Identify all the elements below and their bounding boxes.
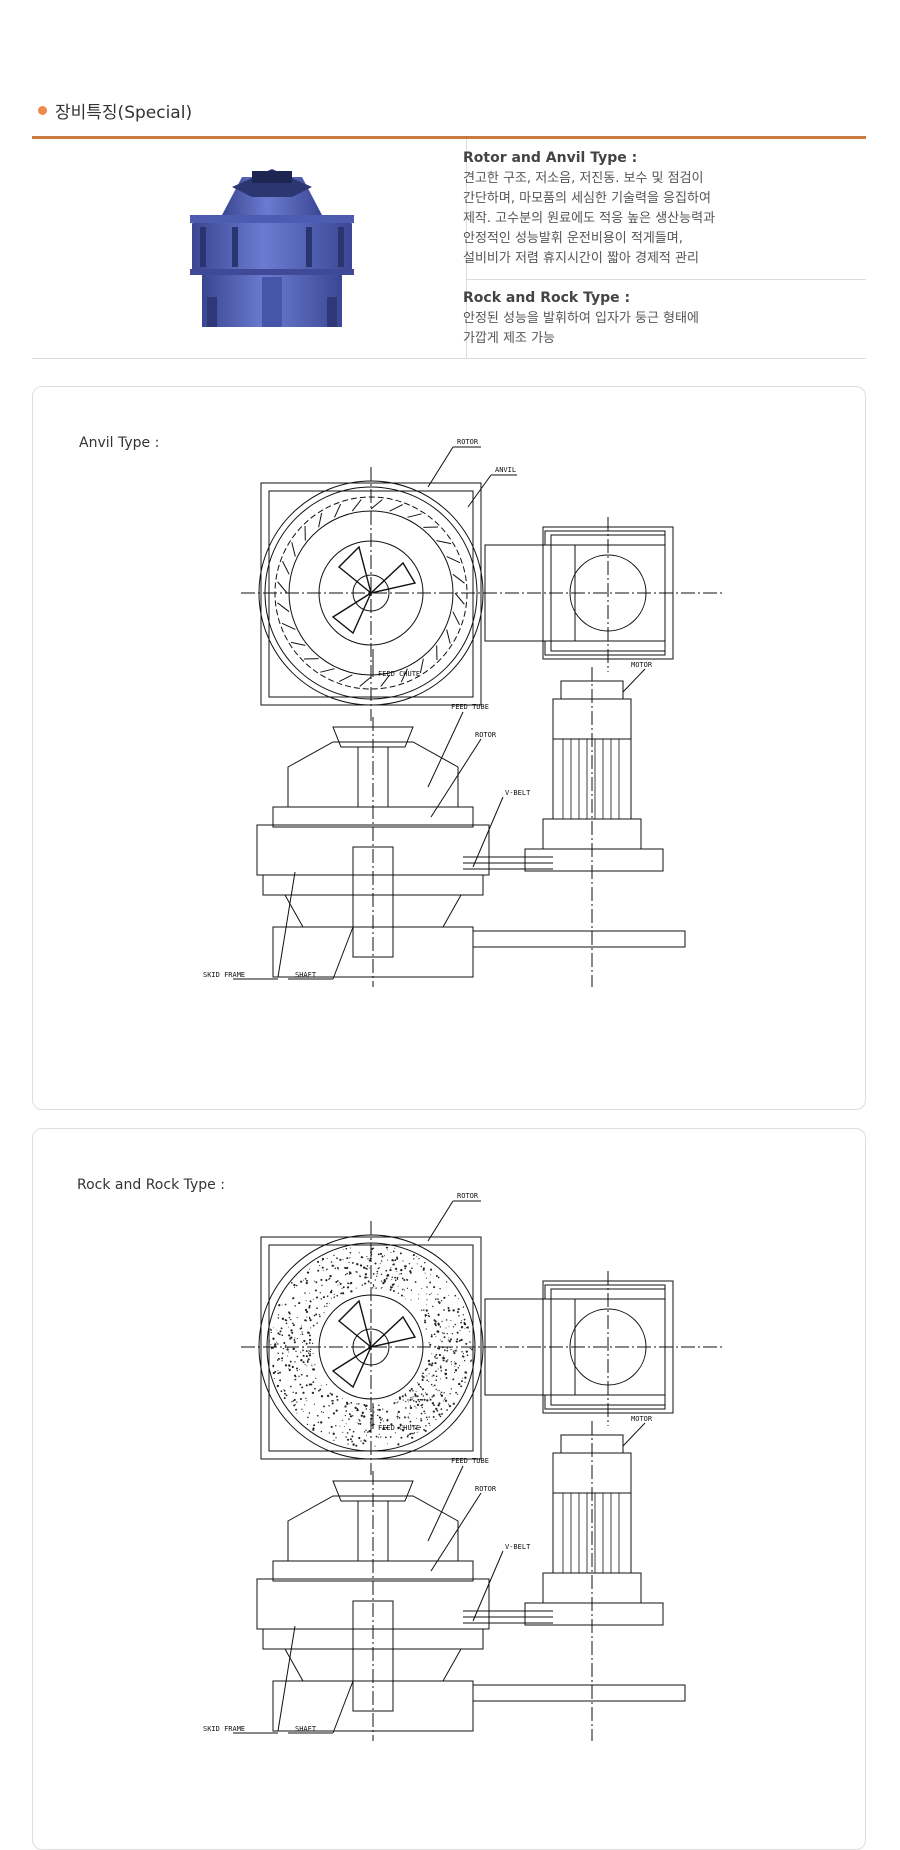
feature-rock-rock: Rock and Rock Type : 안정된 성능을 발휘하여 입자가 둥근… <box>463 290 833 349</box>
label-rotor: ROTOR <box>475 731 497 739</box>
feature-line: 안정적인 성능발휘 운전비용이 적게들며, <box>463 229 833 249</box>
label-skid-frame: SKID FRAME <box>203 971 245 979</box>
label-v-belt: V-BELT <box>505 789 531 797</box>
label-v-belt: V-BELT <box>505 1543 531 1551</box>
section-title-text: 장비특징(Special) <box>55 98 192 123</box>
label-feed-chute: FEED CHUTE <box>378 670 420 678</box>
label-feed-tube: FEED TUBE <box>451 703 489 711</box>
rock-type-drawing: ROTOR FEED CHUTE FEED TUBE ROTOR MOTOR V… <box>33 1129 865 1849</box>
feature-line: 간단하며, 마모품의 세심한 기술력을 응집하여 <box>463 189 833 209</box>
label-feed-chute: FEED CHUTE <box>378 1424 420 1432</box>
feature-line: 안정된 성능을 발휘하여 입자가 둥근 형태에 <box>463 309 833 329</box>
label-shaft: SHAFT <box>295 1725 317 1733</box>
bullet-icon <box>38 106 47 115</box>
feature-line: 제작. 고수분의 원료에도 적응 높은 생산능력과 <box>463 209 833 229</box>
label-skid-frame: SKID FRAME <box>203 1725 245 1733</box>
anvil-type-panel: Anvil Type : <box>32 386 866 1110</box>
feature-title: Rock and Rock Type : <box>463 290 833 306</box>
feature-line: 가깝게 제조 가능 <box>463 329 833 349</box>
label-anvil: ANVIL <box>495 466 516 474</box>
feature-line: 견고한 구조, 저소음, 저진동. 보수 및 점검이 <box>463 169 833 189</box>
table-bottom-rule <box>32 358 866 359</box>
label-feed-tube: FEED TUBE <box>451 1457 489 1465</box>
label-rotor: ROTOR <box>475 1485 497 1493</box>
section-title: 장비특징(Special) <box>38 98 192 123</box>
machine-photo <box>172 157 372 337</box>
feature-rotor-anvil: Rotor and Anvil Type : 견고한 구조, 저소음, 저진동.… <box>463 150 833 269</box>
anvil-type-drawing: ROTOR ANVIL FEED CHUTE FEED TUBE ROTOR M… <box>33 387 865 1109</box>
label-motor: MOTOR <box>631 661 653 669</box>
label-rotor: ROTOR <box>457 1192 479 1200</box>
label-shaft: SHAFT <box>295 971 317 979</box>
feature-title: Rotor and Anvil Type : <box>463 150 833 166</box>
table-row-divider <box>466 279 866 280</box>
label-rotor: ROTOR <box>457 438 479 446</box>
label-motor: MOTOR <box>631 1415 653 1423</box>
rock-type-panel: Rock and Rock Type : <box>32 1128 866 1850</box>
feature-line: 설비비가 저렴 휴지시간이 짧아 경제적 관리 <box>463 249 833 269</box>
